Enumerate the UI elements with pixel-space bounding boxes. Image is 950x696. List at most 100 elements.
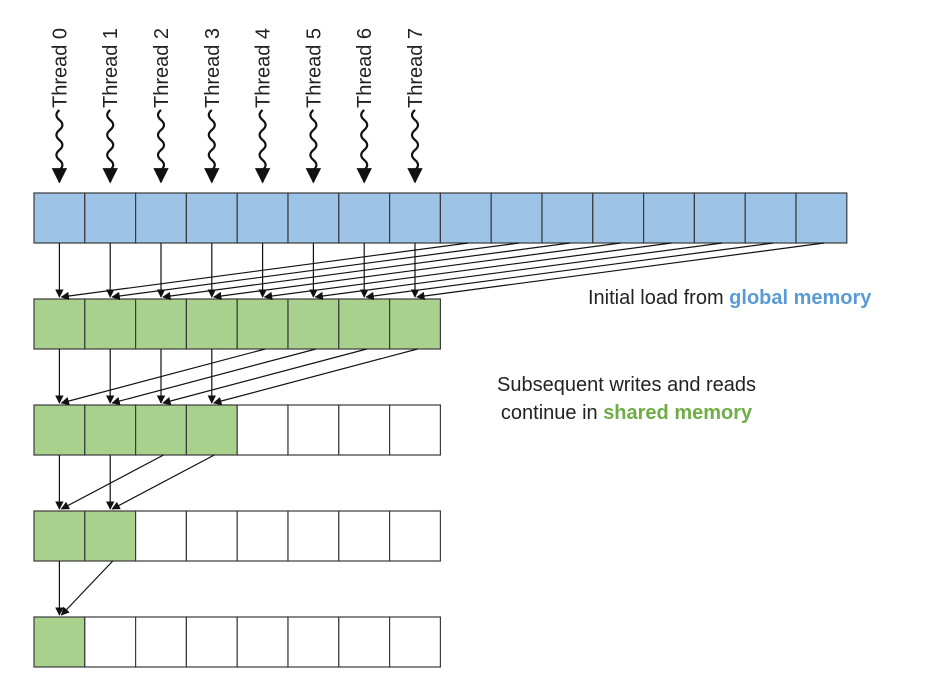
shared-memory-cell	[389, 298, 442, 350]
memory-row-3	[33, 510, 442, 562]
shared-memory-cell	[236, 298, 289, 350]
global-memory-cell	[389, 192, 442, 244]
global-memory-cell	[236, 192, 289, 244]
shared-caption-line1: Subsequent writes and reads	[497, 374, 757, 396]
reduction-arrow	[60, 242, 469, 301]
shared-memory-cell	[287, 298, 340, 350]
shared-memory-cell	[33, 298, 86, 350]
thread-5: Thread 5	[303, 28, 325, 184]
reduction-arrow	[111, 242, 520, 301]
reduction-arrow	[416, 242, 825, 301]
global-memory-cell	[541, 192, 594, 244]
thread-2: Thread 2	[151, 28, 173, 184]
memory-row-1	[33, 298, 442, 350]
thread-label: Thread 0	[49, 28, 71, 108]
reduction-arrow	[314, 242, 723, 301]
shared-memory-cell	[338, 298, 391, 350]
thread-squiggle-arrow-icon	[204, 109, 220, 184]
global-memory-cell	[439, 192, 492, 244]
reduction-arrow	[60, 454, 164, 510]
reduction-arrow	[60, 348, 266, 406]
thread-squiggle-arrow-icon	[102, 109, 118, 184]
global-caption-prefix: Initial load from	[588, 287, 730, 309]
thread-squiggle-arrow-icon	[305, 109, 322, 184]
global-memory-cell	[185, 192, 238, 244]
shared-caption-prefix: continue in	[500, 402, 604, 424]
global-memory-cell	[795, 192, 848, 244]
thread-squiggle-arrow-icon	[407, 109, 423, 184]
empty-cell	[135, 616, 188, 668]
reduction-arrow	[212, 242, 621, 301]
empty-cell	[236, 616, 289, 668]
memory-row-0	[33, 192, 848, 244]
reduction-arrow	[111, 348, 317, 406]
empty-cell	[84, 616, 137, 668]
thread-7: Thread 7	[405, 28, 427, 184]
shared-memory-cell	[33, 404, 86, 456]
thread-6: Thread 6	[354, 28, 376, 184]
shared-caption-line2: continue in shared memory	[497, 399, 756, 427]
empty-cell	[185, 510, 238, 562]
reduction-arrow	[60, 560, 114, 616]
thread-label: Thread 4	[253, 28, 275, 108]
reduction-arrow	[111, 454, 215, 510]
thread-label: Thread 2	[151, 28, 173, 108]
reduction-arrow	[162, 242, 571, 301]
empty-cell	[287, 510, 340, 562]
empty-cell	[287, 616, 340, 668]
thread-squiggle-arrow-icon	[51, 109, 68, 184]
global-memory-cell	[642, 192, 695, 244]
thread-4: Thread 4	[253, 28, 275, 184]
reduction-arrow	[263, 242, 672, 301]
thread-label: Thread 3	[202, 28, 224, 108]
shared-memory-cell	[135, 404, 188, 456]
reduction-arrows	[55, 242, 825, 616]
empty-cell	[338, 510, 391, 562]
global-memory-caption: Initial load from global memory	[588, 287, 871, 310]
shared-memory-cell	[33, 616, 86, 668]
memory-row-4	[33, 616, 442, 668]
global-memory-highlight: global memory	[729, 287, 872, 309]
thread-3: Thread 3	[202, 28, 224, 184]
thread-group: Thread 0 Thread 1 Thread 2 Thread 3 Thread 4…	[49, 28, 427, 184]
reduction-arrow	[162, 348, 367, 406]
thread-1: Thread 1	[100, 28, 122, 184]
empty-cell	[236, 510, 289, 562]
global-memory-cell	[338, 192, 391, 244]
empty-cell	[185, 616, 238, 668]
shared-memory-cell	[84, 510, 137, 562]
global-memory-cell	[592, 192, 645, 244]
reduction-arrow	[212, 348, 418, 406]
shared-memory-cell	[84, 298, 137, 350]
memory-rows	[33, 192, 848, 668]
thread-label: Thread 5	[303, 28, 325, 108]
shared-memory-cell	[33, 510, 86, 562]
thread-label: Thread 6	[354, 28, 376, 108]
empty-cell	[287, 404, 340, 456]
thread-squiggle-arrow-icon	[356, 109, 372, 184]
shared-memory-cell	[185, 404, 238, 456]
thread-0: Thread 0	[49, 28, 71, 184]
thread-squiggle-arrow-icon	[153, 109, 169, 184]
reduction-arrow	[365, 242, 774, 301]
global-memory-cell	[135, 192, 188, 244]
empty-cell	[389, 510, 442, 562]
empty-cell	[338, 616, 391, 668]
global-memory-cell	[84, 192, 137, 244]
global-memory-cell	[490, 192, 543, 244]
thread-label: Thread 7	[405, 28, 427, 108]
empty-cell	[236, 404, 289, 456]
shared-memory-caption: Subsequent writes and reads continue in …	[497, 371, 756, 427]
empty-cell	[389, 616, 442, 668]
empty-cell	[389, 404, 442, 456]
thread-label: Thread 1	[100, 28, 122, 108]
empty-cell	[338, 404, 391, 456]
global-memory-cell	[287, 192, 340, 244]
shared-memory-cell	[84, 404, 137, 456]
thread-squiggle-arrow-icon	[254, 109, 271, 184]
global-memory-cell	[693, 192, 746, 244]
empty-cell	[135, 510, 188, 562]
shared-memory-highlight: shared memory	[603, 402, 753, 424]
shared-memory-cell	[135, 298, 188, 350]
